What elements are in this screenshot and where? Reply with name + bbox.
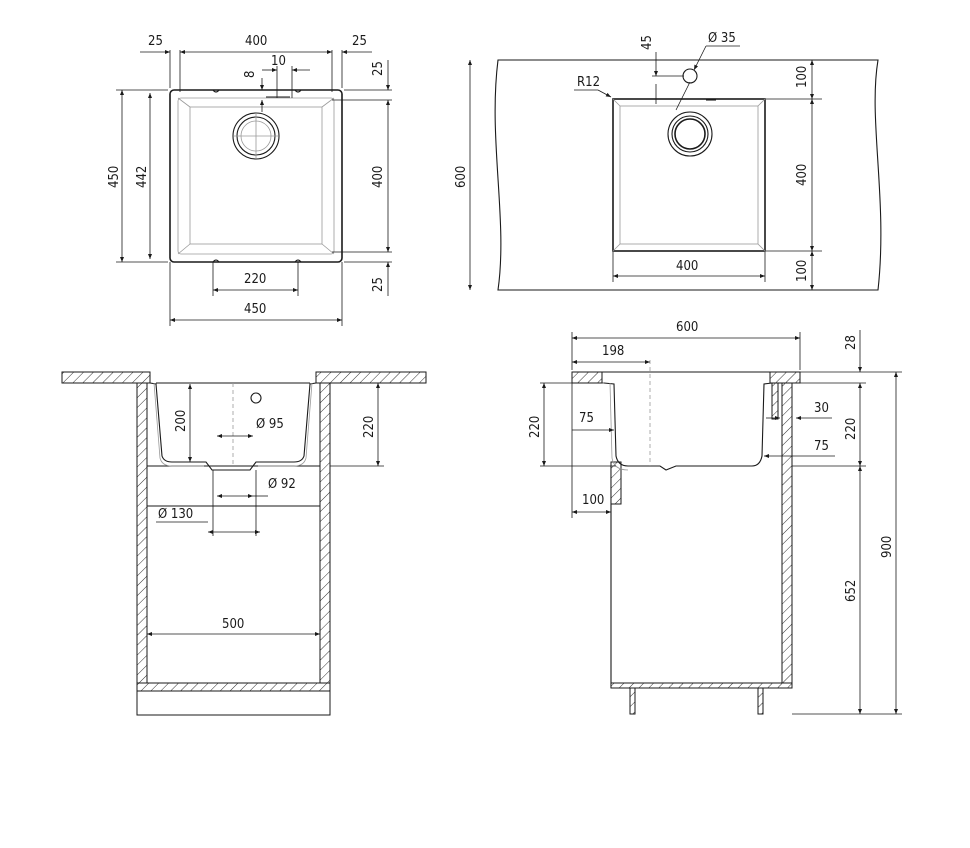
front-section-view: 200 Ø 95 220 Ø 92 Ø 130 500 bbox=[61, 371, 427, 716]
sink-bowl-edge bbox=[177, 97, 335, 255]
dim-25-top-right: 25 bbox=[371, 61, 386, 76]
dim-600-side: 600 bbox=[676, 320, 698, 335]
dim-220-bottom: 220 bbox=[244, 272, 266, 287]
dim-drain-92: Ø 92 bbox=[268, 477, 296, 492]
dim-10: 10 bbox=[271, 54, 286, 69]
dim-radius: R12 bbox=[577, 75, 600, 90]
dim-drain-95: Ø 95 bbox=[256, 417, 284, 432]
sink-outer-rim bbox=[169, 89, 343, 263]
dim-600-depth: 600 bbox=[454, 166, 469, 188]
dim-drain-130: Ø 130 bbox=[158, 507, 193, 522]
dim-8: 8 bbox=[243, 71, 258, 78]
sink-bowl-floor bbox=[189, 106, 323, 245]
side-bowl-profile bbox=[603, 382, 773, 471]
countertop-view: 45 Ø 35 R12 100 400 100 600 400 bbox=[454, 31, 882, 291]
sink-top-view: 25 400 25 10 8 25 400 25 450 442 220 bbox=[107, 34, 392, 326]
dim-45: 45 bbox=[640, 35, 655, 50]
side-cabinet-back-wall bbox=[781, 382, 793, 689]
dim-450-left: 450 bbox=[107, 166, 122, 188]
dim-652: 652 bbox=[844, 580, 859, 602]
tap-hole bbox=[682, 68, 698, 84]
dim-220-front: 220 bbox=[362, 416, 377, 438]
dim-400-horizontal: 400 bbox=[676, 259, 698, 274]
dim-100-side: 100 bbox=[582, 493, 604, 508]
front-cabinet-right-wall bbox=[319, 382, 331, 688]
dim-200-depth: 200 bbox=[174, 410, 189, 432]
countertop-outline bbox=[494, 59, 882, 291]
dim-75-left: 75 bbox=[579, 411, 594, 426]
dim-400-vertical: 400 bbox=[795, 164, 810, 186]
dim-100-top: 100 bbox=[795, 66, 810, 88]
dim-100-bottom: 100 bbox=[795, 260, 810, 282]
dim-900: 900 bbox=[880, 536, 895, 558]
dim-25-left: 25 bbox=[148, 34, 163, 49]
dim-450-bottom: 450 bbox=[244, 302, 266, 317]
front-cabinet-left-wall bbox=[136, 382, 148, 688]
dim-tap-diameter: Ø 35 bbox=[708, 31, 736, 46]
front-bowl-profile bbox=[149, 382, 317, 471]
dim-442: 442 bbox=[135, 166, 150, 188]
drain-outer bbox=[232, 112, 280, 160]
dim-220-right: 220 bbox=[844, 418, 859, 440]
dim-400-right: 400 bbox=[371, 166, 386, 188]
dim-cabinet-500: 500 bbox=[222, 617, 244, 632]
dim-25-right: 25 bbox=[352, 34, 367, 49]
dim-75-right: 75 bbox=[814, 439, 829, 454]
dim-400-top: 400 bbox=[245, 34, 267, 49]
side-section-view: 600 198 28 220 30 75 900 652 220 75 bbox=[528, 320, 902, 715]
dim-25-bottom-right: 25 bbox=[371, 277, 386, 292]
dim-28: 28 bbox=[844, 335, 859, 350]
dim-30: 30 bbox=[814, 401, 829, 416]
dim-198: 198 bbox=[602, 344, 624, 359]
countertop-bowl bbox=[612, 98, 766, 252]
dim-220-left: 220 bbox=[528, 416, 543, 438]
